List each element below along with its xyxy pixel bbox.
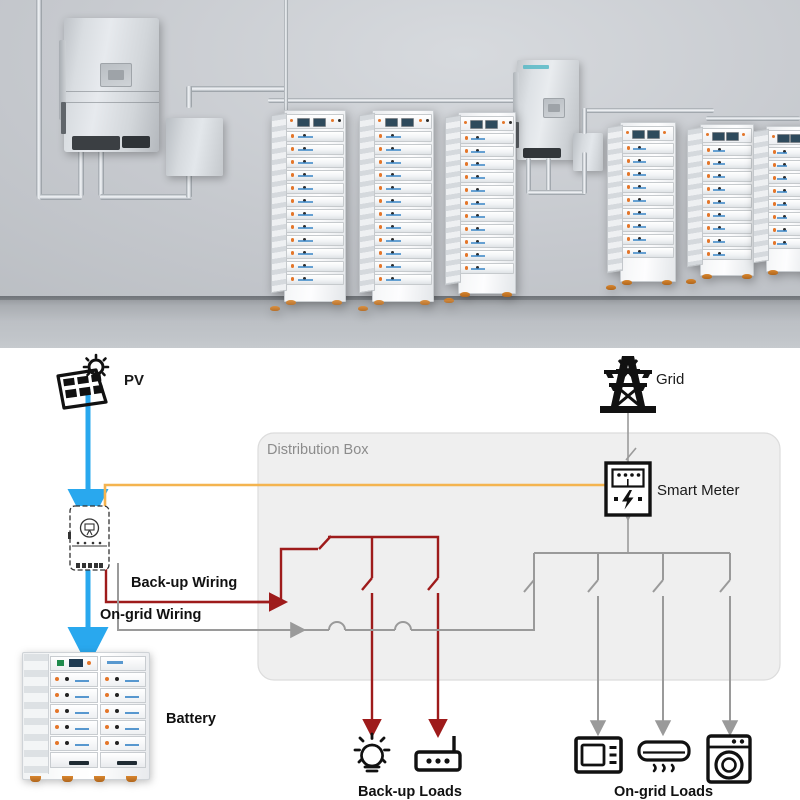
conduit-pipe bbox=[188, 86, 288, 92]
conduit-pipe bbox=[526, 158, 531, 194]
distribution-box-panel bbox=[257, 432, 781, 681]
battery-rack bbox=[358, 110, 434, 311]
backup-loads-label: Back-up Loads bbox=[358, 784, 462, 800]
backup-branch-breaker-1 bbox=[361, 577, 373, 591]
conduit-pipe bbox=[100, 194, 192, 200]
junction-box bbox=[573, 133, 603, 171]
inverter-display bbox=[543, 98, 565, 118]
conduit-pipe bbox=[546, 158, 551, 194]
backup-wiring-label: Back-up Wiring bbox=[131, 575, 238, 591]
transmission-tower-icon bbox=[600, 356, 656, 413]
conduit-pipe bbox=[706, 116, 800, 121]
ongrid-wiring-from-inverter bbox=[117, 563, 307, 639]
conduit-pipe bbox=[528, 190, 586, 195]
ongrid-branch-breaker-2 bbox=[652, 579, 664, 593]
solar-panel-icon bbox=[56, 353, 110, 410]
conduit-pipe bbox=[284, 0, 288, 128]
ongrid-main-breaker bbox=[523, 579, 535, 593]
ongrid-wire-hop-2 bbox=[394, 621, 412, 631]
wiring-diagram: PV Grid Distribution Box Smart Meter Bac… bbox=[0, 348, 800, 800]
microwave-oven-icon bbox=[574, 736, 623, 774]
conduit-pipe bbox=[40, 194, 82, 200]
conduit-pipe bbox=[78, 150, 84, 196]
conduit-pipe bbox=[584, 108, 714, 113]
smart-meter-label: Smart Meter bbox=[657, 482, 740, 499]
conduit-pipe bbox=[582, 152, 587, 194]
air-conditioner-icon bbox=[637, 740, 691, 773]
conduit-pipe bbox=[98, 150, 104, 196]
battery-rack bbox=[444, 112, 516, 303]
hero-photo bbox=[0, 0, 800, 348]
conduit-pipe bbox=[268, 98, 528, 103]
battery-rack bbox=[606, 122, 676, 290]
battery-label: Battery bbox=[166, 711, 216, 727]
battery-rack bbox=[270, 110, 346, 311]
floor-surface bbox=[0, 300, 800, 348]
backup-busbar bbox=[328, 535, 440, 578]
backup-branch-breaker-2 bbox=[427, 577, 439, 591]
grid-label: Grid bbox=[656, 371, 685, 388]
smart-meter-icon bbox=[604, 461, 652, 517]
ongrid-wire-hop-1 bbox=[328, 621, 346, 631]
conduit-pipe bbox=[582, 108, 587, 134]
conduit-pipe bbox=[36, 186, 42, 200]
conduit-pipe bbox=[36, 0, 42, 190]
battery-rack bbox=[686, 124, 754, 284]
wall-inverter-small bbox=[513, 60, 579, 160]
pv-label: PV bbox=[124, 372, 145, 389]
washing-machine-icon bbox=[706, 734, 752, 784]
battery-rack-icon bbox=[22, 648, 150, 788]
hybrid-inverter-icon bbox=[68, 505, 110, 571]
conduit-pipe bbox=[186, 86, 192, 108]
inverter-display bbox=[100, 63, 132, 87]
grid-meter-breaker bbox=[625, 447, 637, 461]
ongrid-riser-to-busbar bbox=[411, 580, 535, 631]
light-bulb-icon bbox=[353, 732, 391, 773]
ongrid-branch-breaker-3 bbox=[719, 579, 731, 593]
diagram-svg bbox=[56, 353, 781, 784]
junction-box bbox=[166, 118, 223, 176]
ongrid-branch-breaker-1 bbox=[587, 579, 599, 593]
ongrid-loads-label: On-grid Loads bbox=[614, 784, 714, 800]
ongrid-wiring-label: On-grid Wiring bbox=[100, 607, 202, 623]
distribution-box-label: Distribution Box bbox=[267, 442, 369, 458]
router-icon bbox=[414, 736, 462, 772]
backup-wiring-riser bbox=[230, 547, 318, 604]
wall-inverter-large bbox=[59, 18, 159, 152]
battery-rack bbox=[753, 126, 800, 275]
